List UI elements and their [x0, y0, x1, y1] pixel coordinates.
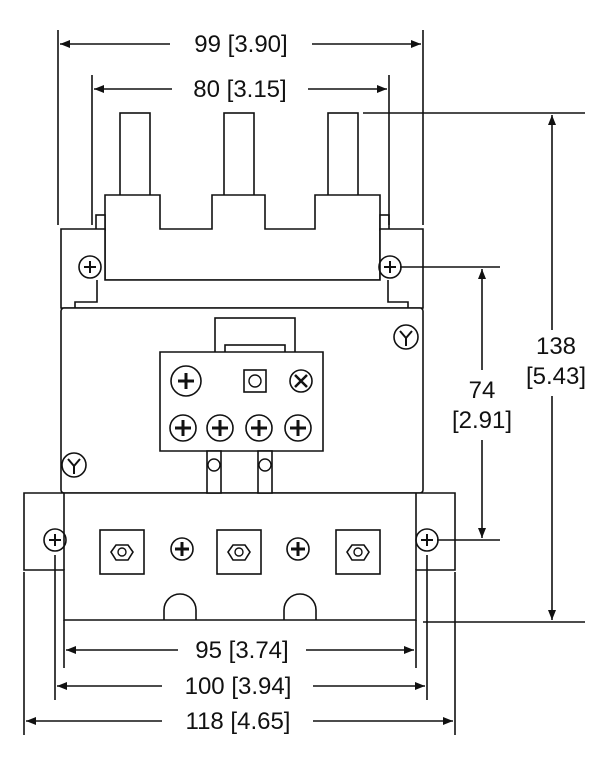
indicator-window: [243, 369, 267, 393]
adjust-dial: [289, 369, 313, 393]
dim-mount-spacing-in: [2.91]: [452, 407, 512, 434]
dim-mount-spacing-mm: 74: [469, 377, 496, 404]
housing-tab-right: [379, 214, 390, 231]
extension-lines: [23, 30, 585, 735]
base-screw-left: [170, 537, 194, 561]
housing-tab-left: [95, 214, 106, 231]
mount-screw-bottom-left: [43, 528, 67, 552]
relay-outline: [23, 112, 456, 621]
dim-terminal-spacing: 80 [3.15]: [193, 76, 286, 103]
base-screw-right: [286, 537, 310, 561]
dim-base-mount-width: 100 [3.94]: [185, 673, 292, 700]
dim-base-overall-width: 118 [4.65]: [186, 708, 291, 735]
dim-total-height-mm: 138: [536, 333, 576, 360]
dimension-lines: [26, 40, 556, 725]
base-notches: [163, 593, 317, 620]
corner-fastener-top-right: [393, 324, 419, 350]
dim-total-height-in: [5.43]: [526, 363, 586, 390]
control-block: [159, 317, 324, 494]
base-terminal-left: [99, 529, 145, 575]
base-terminal-center: [216, 529, 262, 575]
reset-screw: [170, 365, 202, 397]
base-terminal-right: [335, 529, 381, 575]
plate-step: [74, 280, 409, 308]
dim-overall-top-width: 99 [3.90]: [194, 31, 287, 58]
terminal-post-left: [119, 112, 151, 197]
auxiliary-leads: [206, 450, 273, 494]
terminal-housing: [104, 194, 381, 281]
dim-base-inner-width: 95 [3.74]: [195, 637, 288, 664]
control-terminal-screws: [169, 414, 312, 442]
terminal-post-right: [327, 112, 359, 197]
mount-screw-top-left: [78, 255, 102, 279]
corner-fastener-bottom-left: [61, 452, 87, 478]
terminal-post-center: [223, 112, 255, 197]
